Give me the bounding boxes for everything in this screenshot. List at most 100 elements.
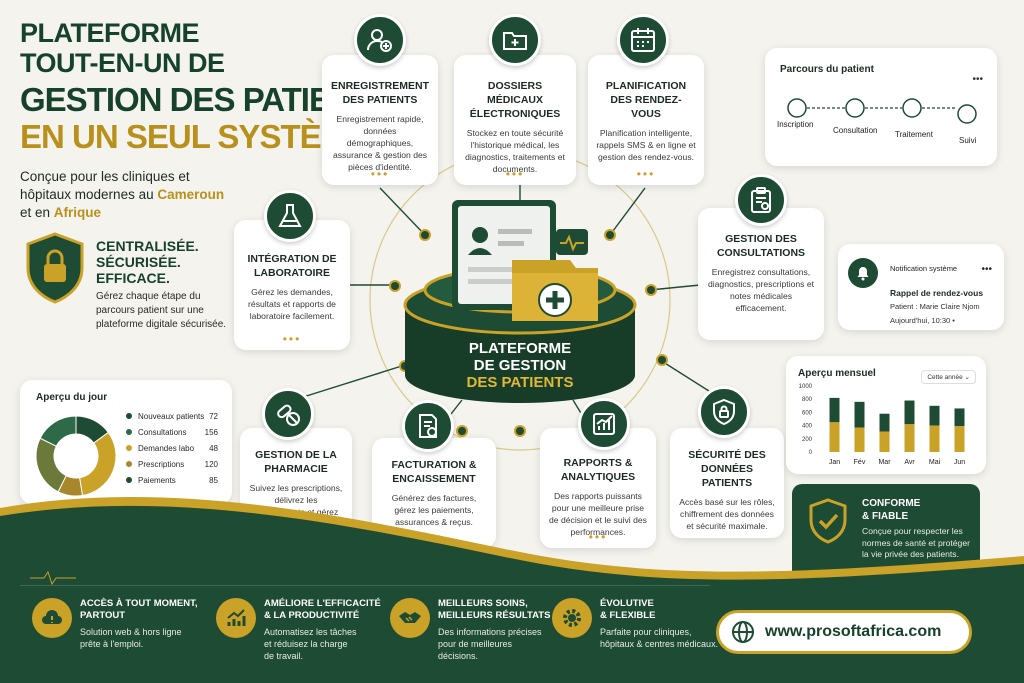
invoice-icon <box>402 400 454 452</box>
legend-value: 120 <box>204 459 218 469</box>
bar-green-5 <box>954 408 965 427</box>
notification-heading: Rappel de rendez-vous <box>890 288 984 298</box>
gear-icon <box>552 598 592 638</box>
module-card-enregistrement[interactable]: ENREGISTREMENT DES PATIENTS Enregistreme… <box>322 55 438 185</box>
hero-line4: EN UN SEUL SYSTÈME <box>20 118 369 155</box>
y-tick-label: 1000 <box>799 384 813 390</box>
legend-item: Paiements 85 <box>126 472 218 488</box>
legend-label: Paiements <box>138 475 176 485</box>
handshake-icon <box>390 598 430 638</box>
bar-green-2 <box>879 413 890 432</box>
module-card-consultations[interactable]: GESTION DES CONSULTATIONS Enregistrez co… <box>698 208 824 340</box>
feature-title: ACCÈS À TOUT MOMENT, <box>80 598 198 609</box>
hero-line3: GESTION DES PATIENTS <box>20 81 394 118</box>
module-desc: Générez des factures, gérez les paiement… <box>391 493 477 527</box>
feature-desc: et réduisez la charge <box>264 639 348 649</box>
bar-gold-5 <box>954 426 965 452</box>
connector-node <box>514 425 526 437</box>
module-desc: Accès basé sur les rôles, chiffrement de… <box>679 497 775 531</box>
feature-desc: pour de meilleures <box>438 639 513 649</box>
hero-title: PLATEFORME TOUT-EN-UN DE GESTION DES PAT… <box>20 20 394 155</box>
feature-title: PARTOUT <box>80 610 126 621</box>
bar-chart-icon <box>578 398 630 450</box>
legend-item: Demandes labo 48 <box>126 440 218 456</box>
module-card-securite[interactable]: SÉCURITÉ DES DONNÉES PATIENTS Accès basé… <box>670 428 784 538</box>
filter-dropdown[interactable]: Cette année ⌄ <box>921 370 976 384</box>
conforme-desc: Conçue pour respecter les normes de sant… <box>862 526 970 559</box>
cloud-warning-icon <box>32 598 72 638</box>
website-button[interactable]: www.prosoftafrica.com <box>716 610 972 654</box>
bar-gold-2 <box>879 431 890 452</box>
bar-gold-0 <box>829 422 840 452</box>
more-icon[interactable]: ••• <box>981 264 992 275</box>
module-title: INTÉGRATION DE LABORATOIRE <box>247 253 337 279</box>
secure-l2: SÉCURISÉE. <box>96 254 181 270</box>
dots: ••• <box>636 167 656 181</box>
hero-sub-a: Conçue pour les cliniques et <box>20 169 190 184</box>
module-card-rapports[interactable]: RAPPORTS & ANALYTIQUES Des rapports puis… <box>540 428 656 548</box>
x-tick-label: Mar <box>878 459 891 466</box>
connector-node <box>389 280 401 292</box>
legend-value: 48 <box>209 443 218 453</box>
hero-sub-e: Afrique <box>53 205 102 220</box>
notification-card[interactable]: Notification système ••• Rappel de rende… <box>838 244 1004 330</box>
y-tick-label: 800 <box>802 397 813 403</box>
dots: ••• <box>505 167 525 181</box>
module-desc: Enregistrement rapide, données démograph… <box>332 114 428 172</box>
connector-node <box>645 284 657 296</box>
legend-label: Demandes labo <box>138 443 195 453</box>
module-desc: Gérez les demandes, résultats et rapport… <box>248 287 336 321</box>
journey-step: Consultation <box>833 126 878 135</box>
notification-title: Notification système <box>890 264 958 273</box>
central-platform <box>400 195 640 405</box>
secure-l1: CENTRALISÉE. <box>96 238 199 254</box>
feature-title: ÉVOLUTIVE <box>600 598 654 609</box>
module-desc: Stockez en toute sécurité l'historique m… <box>465 128 565 174</box>
conforme-l2: & FIABLE <box>862 511 909 522</box>
journey-title: Parcours du patient <box>780 64 874 75</box>
module-desc: Des rapports puissants pour une meilleur… <box>549 491 647 537</box>
legend-value: 156 <box>204 427 218 437</box>
bar-green-1 <box>854 401 865 428</box>
center-l1: PLATEFORME <box>468 340 572 357</box>
bar-green-4 <box>929 405 940 426</box>
hero-line2: TOUT-EN-UN DE <box>20 48 225 78</box>
legend-value: 85 <box>209 475 218 485</box>
module-title: PLANIFICATION DES RENDEZ-VOUS <box>605 80 687 120</box>
notification-time: Aujourd'hui, 10:30 • <box>890 316 955 325</box>
journey-timeline <box>787 98 977 124</box>
legend-label: Nouveaux patients <box>138 411 205 421</box>
feature-title: MEILLEURS RÉSULTATS <box>438 610 551 621</box>
clipboard-icon <box>735 174 787 226</box>
calendar-icon <box>617 14 669 66</box>
medical-folder-icon <box>489 14 541 66</box>
feature-desc: de travail. <box>264 651 304 661</box>
pills-icon <box>262 388 314 440</box>
connector-node <box>656 354 668 366</box>
feature-title: AMÉLIORE L'EFFICACITÉ <box>264 598 381 609</box>
secure-heading: CENTRALISÉE. SÉCURISÉE. EFFICACE. <box>96 238 199 286</box>
feature-desc: décisions. <box>438 651 479 661</box>
donut-slice-4 <box>39 415 77 447</box>
module-card-dossiers[interactable]: DOSSIERS MÉDICAUX ÉLECTRONIQUES Stockez … <box>454 55 576 185</box>
connector-node <box>419 229 431 241</box>
bar-gold-3 <box>904 424 915 452</box>
conforme-l1: CONFORME <box>862 498 921 509</box>
connector-node <box>604 229 616 241</box>
growth-chart-icon <box>216 598 256 638</box>
hero-subtitle: Conçue pour les cliniques et hôpitaux mo… <box>20 168 250 222</box>
feature-desc: prête à l'emploi. <box>80 639 144 649</box>
hero-sub-c: Cameroun <box>157 187 225 202</box>
more-icon[interactable]: ••• <box>972 74 983 85</box>
secure-desc: Gérez chaque étape du parcours patient s… <box>96 291 227 330</box>
feature-title: & LA PRODUCTIVITÉ <box>264 610 360 621</box>
day-donut-chart <box>35 415 117 497</box>
module-card-planification[interactable]: PLANIFICATION DES RENDEZ-VOUS Planificat… <box>588 55 704 185</box>
bottom-divider <box>20 585 710 586</box>
module-title: FACTURATION & ENCAISSEMENT <box>391 459 477 485</box>
